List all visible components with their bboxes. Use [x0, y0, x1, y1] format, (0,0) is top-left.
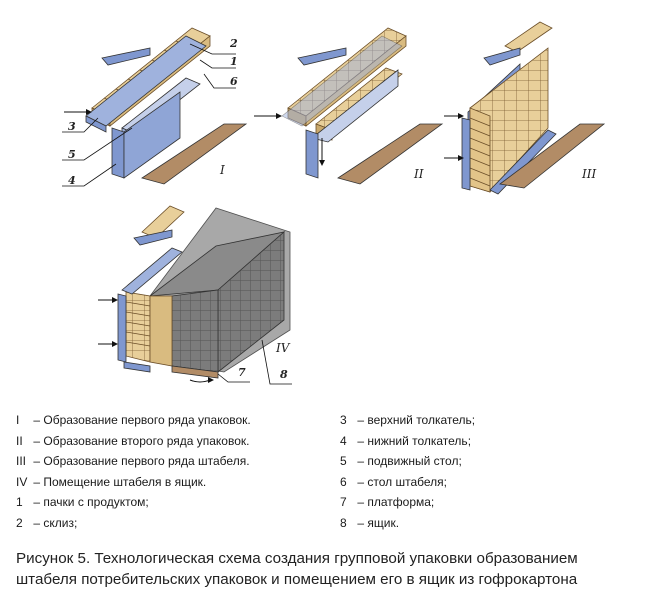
- stage-label-iv: IV: [275, 341, 291, 355]
- figure-caption: Рисунок 5. Технологическая схема создани…: [16, 548, 646, 590]
- legend-row: 7 – платформа;: [340, 492, 640, 513]
- legend-sep: –: [33, 495, 41, 509]
- legend-text: Образование первого ряда упаковок.: [43, 413, 251, 427]
- label-2: 2: [229, 37, 238, 50]
- stage-i: 2 1 6 3 5 4 I: [62, 27, 248, 187]
- legend-text: стол штабеля;: [367, 474, 447, 489]
- legend-sep: –: [357, 433, 365, 448]
- legend-row: 2 – склиз;: [16, 513, 316, 534]
- legend-key: 7: [340, 495, 347, 509]
- stage-ii: II: [254, 27, 444, 185]
- caption-line-1: Рисунок 5. Технологическая схема создани…: [16, 550, 578, 567]
- legend-key: III: [16, 454, 27, 468]
- legend-row: IV – Помещение штабеля в ящик.: [16, 472, 316, 493]
- stage-iv: 7 8 IV: [98, 205, 292, 385]
- legend-sep: –: [357, 495, 365, 509]
- legend-key: 5: [340, 454, 347, 468]
- legend-row: I – Образование первого ряда упаковок.: [16, 410, 316, 431]
- label-4: 4: [68, 174, 76, 187]
- label-3: 3: [68, 120, 76, 133]
- legend-key: 4: [340, 433, 347, 448]
- legend-sep: –: [357, 474, 365, 489]
- stage-iii: III: [444, 21, 606, 195]
- legend-row: 8 – ящик.: [340, 513, 640, 534]
- label-8: 8: [280, 368, 288, 381]
- legend-row: II – Образование второго ряда упаковок.: [16, 431, 316, 452]
- legend-text: платформа;: [367, 495, 435, 509]
- caption-line-2: штабеля потребительских упаковок и помещ…: [16, 571, 578, 588]
- legend-key: 1: [16, 495, 23, 509]
- legend-text: Помещение штабеля в ящик.: [43, 474, 207, 489]
- legend-key: 2: [16, 515, 23, 530]
- legend-key: IV: [16, 474, 28, 489]
- label-6: 6: [230, 75, 238, 88]
- legend-text: склиз;: [43, 515, 78, 530]
- legend-row: III – Образование первого ряда штабеля.: [16, 451, 316, 472]
- stage-label-iii: III: [581, 167, 596, 181]
- legend-row: 5 – подвижный стол;: [340, 451, 640, 472]
- legend-text: Образование первого ряда штабеля.: [43, 454, 250, 468]
- legend-sep: –: [357, 454, 365, 468]
- legend-sep: –: [33, 413, 41, 427]
- legend-key: 8: [340, 515, 347, 530]
- legend-row: 1 – пачки с продуктом;: [16, 492, 316, 513]
- legend-text: подвижный стол;: [367, 454, 462, 468]
- legend-key: 3: [340, 413, 347, 427]
- legend-sep: –: [357, 515, 365, 530]
- legend-row: 3 – верхний толкатель;: [340, 410, 640, 431]
- label-5: 5: [68, 148, 76, 161]
- legend-sep: –: [33, 433, 41, 448]
- stage-label-i: I: [219, 163, 225, 177]
- legend-left: I – Образование первого ряда упаковок. I…: [16, 410, 316, 533]
- legend-sep: –: [33, 474, 41, 489]
- legend-key: 6: [340, 474, 347, 489]
- legend-key: I: [16, 413, 20, 427]
- legend-text: пачки с продуктом;: [43, 495, 149, 509]
- label-7: 7: [238, 366, 246, 379]
- stage-label-ii: II: [413, 167, 424, 181]
- legend-sep: –: [357, 413, 365, 427]
- legend-sep: –: [33, 515, 41, 530]
- legend-row: 4 – нижний толкатель;: [340, 431, 640, 452]
- legend-key: II: [16, 433, 23, 448]
- legend-right: 3 – верхний толкатель; 4 – нижний толкат…: [340, 410, 640, 533]
- legend-text: нижний толкатель;: [367, 433, 472, 448]
- label-1: 1: [230, 55, 238, 68]
- legend-sep: –: [33, 454, 41, 468]
- legend-text: ящик.: [367, 515, 400, 530]
- legend-text: верхний толкатель;: [367, 413, 476, 427]
- legend-row: 6 – стол штабеля;: [340, 472, 640, 493]
- legend-text: Образование второго ряда упаковок.: [43, 433, 250, 448]
- packaging-diagram: 2 1 6 3 5 4 I II: [62, 21, 606, 385]
